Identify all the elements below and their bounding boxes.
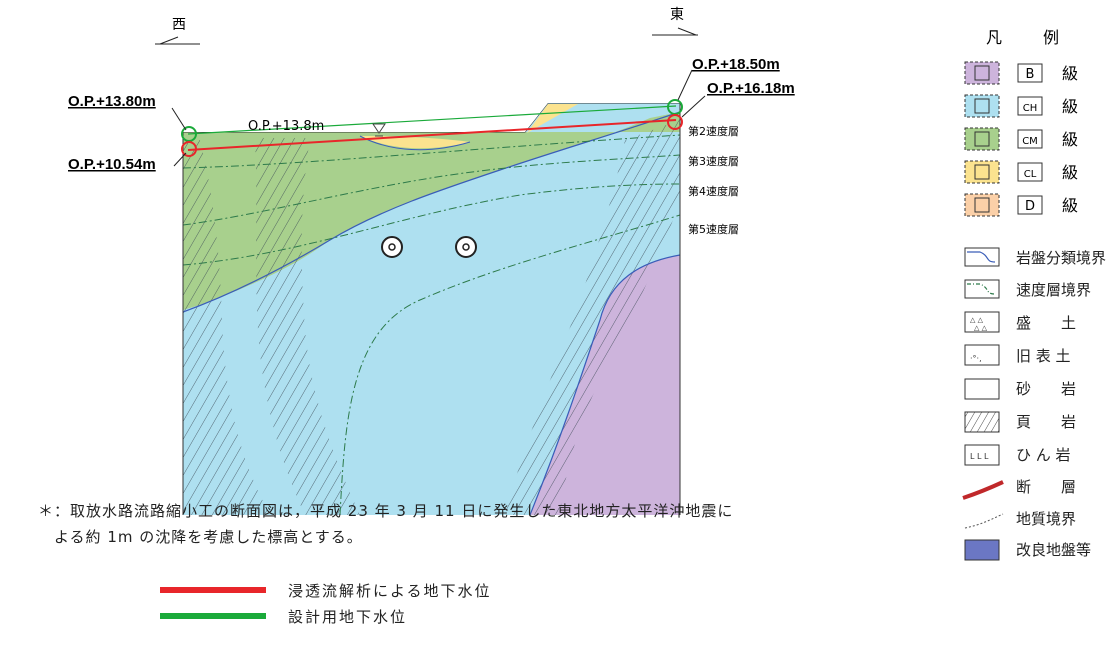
velocity-boundary-3	[183, 154, 680, 226]
west-label: 西	[172, 17, 186, 33]
velocity-layer-3-label: 第3速度層	[688, 154, 739, 168]
legend-label-velocity-layer-boundary: 速度層境界	[1016, 281, 1091, 299]
compass-east: 東	[652, 7, 698, 36]
velocity-layer-2-label: 第2速度層	[688, 124, 739, 138]
elevation-right-bottom: O.P.+16.18m	[707, 80, 795, 97]
legend-label-rock-grade-boundary: 岩盤分類境界	[1016, 249, 1106, 267]
svg-text:L L L: L L L	[970, 452, 989, 461]
legend-grade-cm: CM 級	[964, 127, 1078, 151]
shale-band-right	[505, 120, 680, 515]
legend-label-hornfels: ひ ん 岩	[1016, 446, 1071, 464]
svg-text:△ △: △ △	[974, 324, 988, 332]
key-seepage-label: 浸透流解析による地下水位	[288, 582, 492, 600]
footnote-line-2: よる約 1m の沈降を考慮した標高とする。	[54, 528, 363, 546]
legend-label-sandstone: 砂 岩	[1016, 380, 1076, 398]
footnote: ＊：取放水路流路縮小工の断面図は，平成 23 年 3 月 11 日に発生した東北…	[38, 498, 738, 550]
old-soil-icon: ·°·,	[964, 344, 1000, 366]
grade-swatch-d	[964, 193, 1000, 217]
shale-icon	[964, 411, 1000, 433]
right-seepage-level-marker	[667, 114, 683, 130]
sandstone-icon	[964, 378, 1000, 400]
grade-suffix: 級	[1062, 130, 1078, 149]
compass-west: 西	[155, 17, 200, 45]
key-design-label: 設計用地下水位	[288, 608, 408, 626]
legend-label-old-soil: 旧 表 土	[1016, 347, 1071, 365]
legend-title-1: 凡	[986, 28, 1002, 47]
legend-label-shale: 頁 岩	[1016, 413, 1076, 431]
svg-text:△ △: △ △	[970, 316, 984, 324]
cl-top-wedge	[527, 104, 578, 133]
seepage-water-level-line	[187, 119, 677, 151]
water-level-marker-icon	[372, 123, 386, 134]
legend-grade-cl: CL 級	[964, 160, 1078, 184]
legend-label-geologic-boundary: 地質境界	[1016, 510, 1076, 528]
cl-lens	[360, 136, 470, 149]
legend-title-2: 例	[1043, 28, 1059, 47]
velocity-layer-boundary-icon	[964, 279, 1000, 299]
svg-text:·°·,: ·°·,	[970, 354, 982, 363]
velocity-boundary-5	[339, 214, 680, 515]
grade-suffix: 級	[1062, 196, 1078, 215]
east-label: 東	[670, 7, 684, 23]
velocity-boundary-2	[183, 134, 680, 169]
section-body	[183, 103, 680, 515]
grade-suffix: 級	[1062, 163, 1078, 182]
velocity-layer-5-label: 第5速度層	[688, 222, 739, 236]
legend-label-fill-soil: 盛 土	[1016, 314, 1076, 332]
hornfels-icon: L L L	[964, 444, 1000, 466]
surface-elevation-label: O.P.+13.8m	[248, 119, 324, 134]
improved-ground-icon	[964, 539, 1000, 561]
design-water-level-line	[187, 105, 677, 135]
key-seepage-water-level: 浸透流解析による地下水位	[160, 580, 580, 600]
grade-suffix: 級	[1062, 97, 1078, 116]
grade-code-b: B	[1026, 67, 1035, 82]
legend-grade-ch: CH 級	[964, 94, 1078, 118]
left-seepage-level-marker	[181, 141, 197, 157]
fault-icon	[962, 480, 1004, 500]
grade-code-d: D	[1025, 199, 1035, 214]
velocity-layer-4-label: 第4速度層	[688, 184, 739, 198]
grade-code-cl: CL	[1024, 169, 1037, 180]
legend-label-improved-ground: 改良地盤等	[1016, 541, 1091, 559]
geologic-boundary-icon	[964, 513, 1004, 529]
grade-code-ch: CH	[1023, 103, 1038, 114]
elevation-left-top: O.P.+13.80m	[68, 93, 156, 110]
conduit-left-icon	[381, 236, 403, 258]
velocity-boundary-4	[183, 183, 680, 266]
key-design-water-level: 設計用地下水位	[160, 606, 580, 626]
footnote-line-1: ＊：取放水路流路縮小工の断面図は，平成 23 年 3 月 11 日に発生した東北…	[38, 502, 734, 520]
grade-swatch-b	[964, 61, 1000, 85]
elevation-right-top: O.P.+18.50m	[692, 56, 780, 73]
fill-soil-icon: △ △ △ △	[964, 311, 1000, 333]
shale-band-left	[183, 140, 270, 515]
grade-swatch-cl	[964, 160, 1000, 184]
green-line-swatch	[160, 613, 266, 619]
grade-swatch-cm	[964, 127, 1000, 151]
grade-swatch-ch	[964, 94, 1000, 118]
shale-band-middle	[255, 138, 360, 515]
legend-label-fault: 断 層	[1016, 478, 1076, 496]
grade-suffix: 級	[1062, 64, 1078, 83]
elevation-left-bottom: O.P.+10.54m	[68, 156, 156, 173]
red-line-swatch	[160, 587, 266, 593]
rock-grade-boundary-icon	[964, 247, 1000, 267]
grade-code-cm: CM	[1022, 136, 1038, 147]
conduit-right-icon	[455, 236, 477, 258]
